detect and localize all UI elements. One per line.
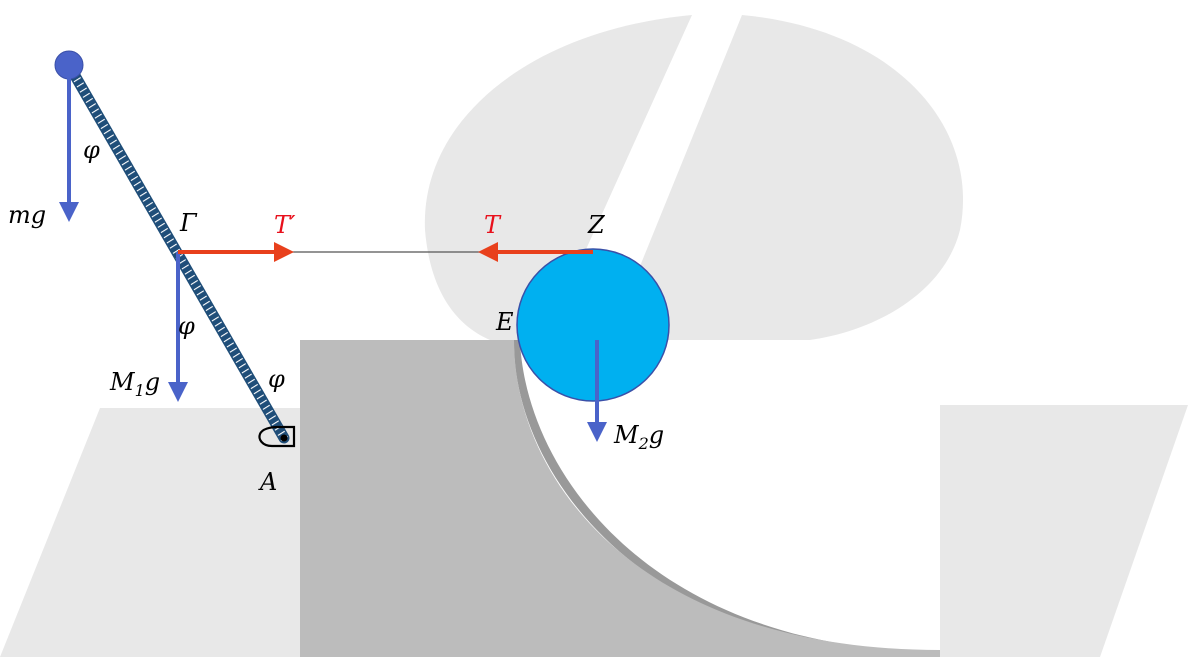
label-m2g: M2g xyxy=(613,421,664,453)
label-e: E xyxy=(495,308,514,336)
label-phi-top: φ xyxy=(83,136,100,164)
label-mg: mg xyxy=(8,201,46,229)
label-t: T xyxy=(484,211,502,239)
label-m1g-tail: g xyxy=(145,368,160,396)
watermark-right-band xyxy=(940,405,1188,657)
watermark-left-band xyxy=(0,408,300,657)
label-phi-mid: φ xyxy=(178,312,195,340)
label-z: Z xyxy=(587,211,606,239)
label-gamma: Γ xyxy=(179,209,198,237)
label-phi-low: φ xyxy=(268,365,285,393)
curved-block xyxy=(300,340,940,657)
label-m2g-main: M xyxy=(613,421,640,449)
label-m2g-tail: g xyxy=(649,421,664,449)
watermark-oval-right xyxy=(610,15,964,340)
label-m1g-sub: 1 xyxy=(135,381,145,400)
hinge-icon xyxy=(258,425,296,448)
label-t-prime: T′ xyxy=(274,211,296,239)
label-a: A xyxy=(258,468,277,496)
label-m2g-sub: 2 xyxy=(638,434,649,453)
cylinder xyxy=(516,248,670,402)
label-m1g-main: M xyxy=(109,368,136,396)
label-m1g: M1g xyxy=(109,368,160,400)
